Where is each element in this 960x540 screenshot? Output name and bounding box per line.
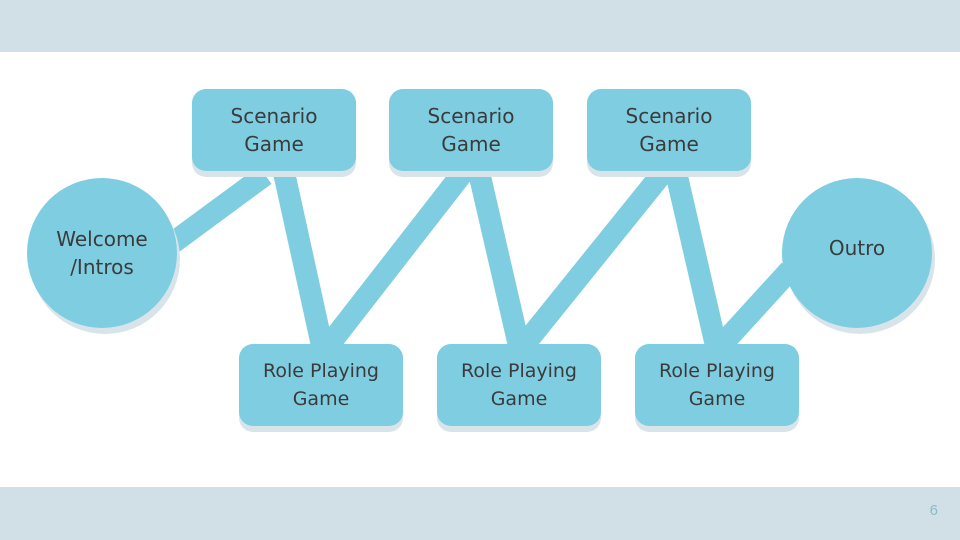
scenario-game-box: Scenario Game [192, 89, 356, 171]
role-playing-game-box: Role Playing Game [437, 344, 601, 426]
scenario-game-label: Scenario Game [427, 104, 515, 156]
role-playing-game-label: Role Playing Game [461, 360, 577, 410]
outro-circle: Outro [782, 178, 932, 328]
header-band [0, 0, 960, 52]
role-playing-game-box: Role Playing Game [635, 344, 799, 426]
outro-label: Outro [828, 236, 886, 260]
connector-scenario3-roleplay3 [664, 165, 728, 353]
connector-welcome-scenario1 [163, 166, 272, 254]
connector-roleplay1-scenario2 [316, 163, 474, 357]
welcome-circle: Welcome /Intros [27, 178, 177, 328]
scenario-game-label: Scenario Game [230, 104, 318, 156]
footer-band [0, 487, 960, 540]
scenario-game-label: Scenario Game [625, 104, 713, 156]
welcome-label: Welcome /Intros [56, 227, 148, 279]
connector-scenario2-roleplay2 [467, 165, 531, 353]
role-playing-game-label: Role Playing Game [263, 360, 379, 410]
connector-scenario1-roleplay1 [272, 165, 334, 353]
connector-roleplay3-outro [708, 262, 799, 358]
role-playing-game-box: Role Playing Game [239, 344, 403, 426]
page-number: 6 [929, 502, 938, 519]
connector-roleplay2-scenario3 [511, 163, 674, 357]
scenario-game-box: Scenario Game [587, 89, 751, 171]
role-playing-game-label: Role Playing Game [659, 360, 775, 410]
scenario-game-box: Scenario Game [389, 89, 553, 171]
